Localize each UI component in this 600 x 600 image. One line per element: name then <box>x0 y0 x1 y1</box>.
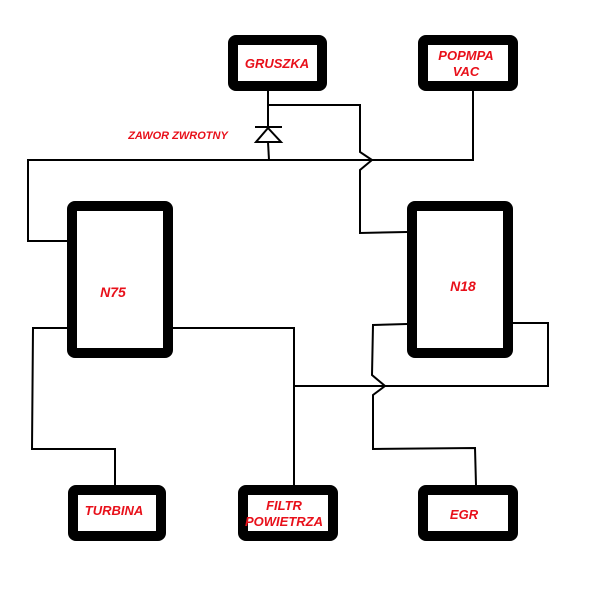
node-label: TURBINA <box>85 503 144 518</box>
node-label: GRUSZKA <box>245 56 309 71</box>
node-label: N18 <box>450 278 476 294</box>
wire-n75-turbina <box>30 327 116 485</box>
node-n18[interactable]: N18 <box>407 201 513 358</box>
wire-valve-main <box>267 141 270 161</box>
node-n75[interactable]: N75 <box>67 201 173 358</box>
node-gruszka[interactable]: GRUSZKA <box>228 35 327 91</box>
node-label: EGR <box>450 507 479 522</box>
node-label: FILTR <box>266 498 302 513</box>
node-label: N75 <box>100 284 126 300</box>
node-pompa-vac[interactable]: POPMPA VAC <box>418 35 518 91</box>
valve-label: ZAWOR ZWROTNY <box>127 130 229 142</box>
node-turbina[interactable]: TURBINA <box>68 485 166 541</box>
wire-n18-egr <box>370 323 477 486</box>
wire-n75-filtr <box>172 327 295 485</box>
check-valve-icon <box>253 126 284 143</box>
wire-main-line <box>27 90 474 242</box>
node-label: POPMPA <box>438 48 493 63</box>
node-label: POWIETRZA <box>245 514 323 529</box>
wire-gruszka-n18 <box>268 104 408 235</box>
wire-filtr-n18 <box>294 322 549 387</box>
node-egr[interactable]: EGR <box>418 485 518 541</box>
node-filtr-powietrza[interactable]: FILTR POWIETRZA <box>238 485 338 541</box>
connections <box>27 90 549 486</box>
node-label: VAC <box>453 64 480 79</box>
